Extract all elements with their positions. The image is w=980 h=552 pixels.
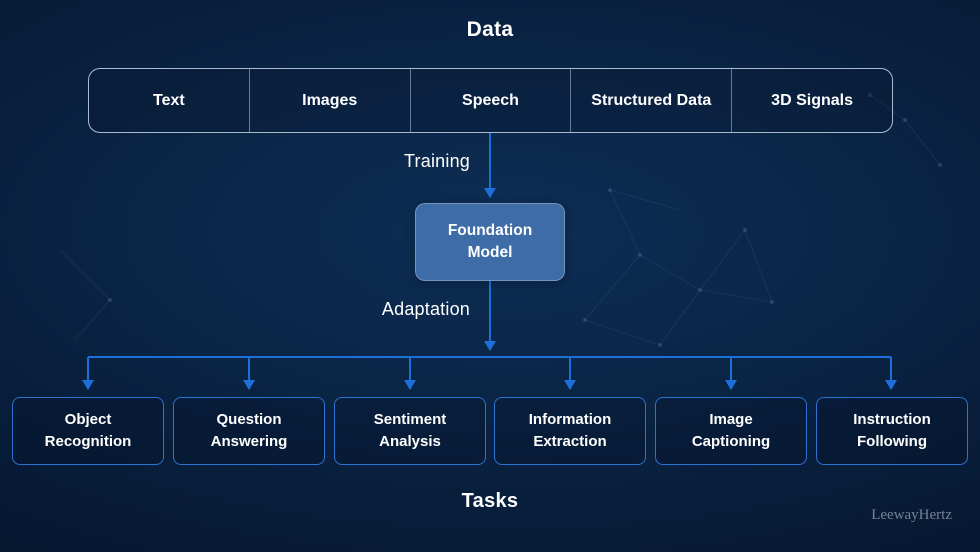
data-source-structured-data: Structured Data <box>571 69 733 132</box>
task-question-answering: Question Answering <box>173 397 325 465</box>
tasks-title: Tasks <box>461 490 519 512</box>
watermark-logo: LeewayHertz <box>871 507 952 523</box>
task-instruction-following: Instruction Following <box>816 397 968 465</box>
adaptation-label: Adaptation <box>381 299 470 319</box>
task-information-extraction: Information Extraction <box>494 397 646 465</box>
training-label: Training <box>404 151 470 171</box>
foundation-model-node: Foundation Model <box>415 203 565 281</box>
data-title: Data <box>466 18 514 41</box>
task-image-captioning: Image Captioning <box>655 397 807 465</box>
task-sentiment-analysis: Sentiment Analysis <box>334 397 486 465</box>
data-sources-box: Text Images Speech Structured Data 3D Si… <box>88 68 893 133</box>
data-source-3d-signals: 3D Signals <box>771 91 853 109</box>
data-source-text: Text <box>89 69 250 132</box>
data-source-speech: Speech <box>411 69 572 132</box>
data-source-images: Images <box>250 69 411 132</box>
task-object-recognition: Object Recognition <box>12 397 164 465</box>
